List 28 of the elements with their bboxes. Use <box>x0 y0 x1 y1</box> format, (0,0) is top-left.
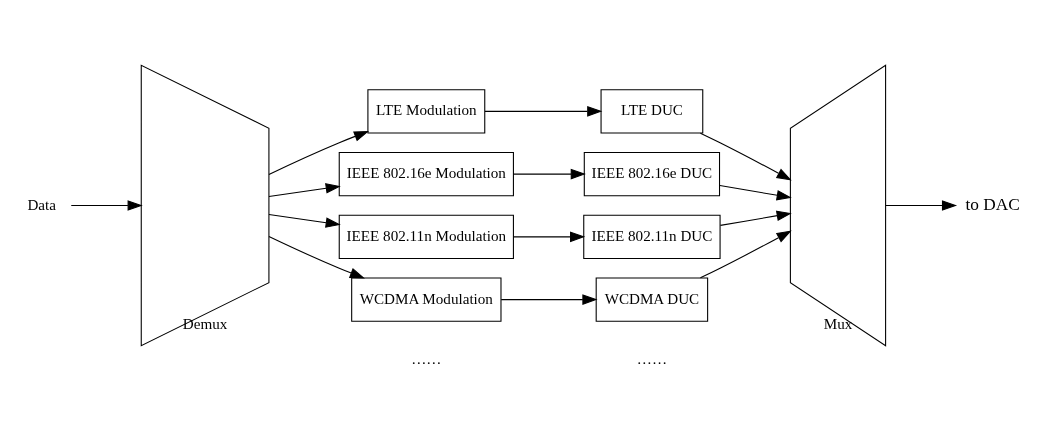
arrow <box>719 184 792 200</box>
arrow <box>268 213 341 228</box>
arrow <box>70 199 143 211</box>
arrow <box>484 105 603 117</box>
arrow <box>719 210 792 226</box>
node-box: LTE DUC <box>600 88 704 134</box>
arrow <box>512 231 586 242</box>
node-box: IEEE 802.11n DUC <box>583 214 721 259</box>
arrow <box>268 130 370 175</box>
arrow <box>512 168 586 179</box>
arrow <box>699 230 792 278</box>
label: …… <box>636 350 668 367</box>
arrow <box>699 132 792 180</box>
node-box: IEEE 802.11n Modulation <box>338 214 514 259</box>
node-text: Data <box>27 195 56 212</box>
node-box: WCDMA Modulation <box>351 276 502 322</box>
label: …… <box>411 350 442 367</box>
node-box: Demux <box>140 63 270 347</box>
node-box: IEEE 802.16e DUC <box>583 151 721 196</box>
arrow <box>268 182 341 197</box>
node-text: to DAC <box>965 194 1020 214</box>
node-box: Mux <box>789 63 887 347</box>
arrow <box>268 235 365 278</box>
arrow <box>885 199 958 211</box>
node-box: IEEE 802.16e Modulation <box>338 151 514 196</box>
arrow <box>500 293 598 305</box>
node-box: WCDMA DUC <box>595 276 709 322</box>
node-box: LTE Modulation <box>367 88 486 134</box>
